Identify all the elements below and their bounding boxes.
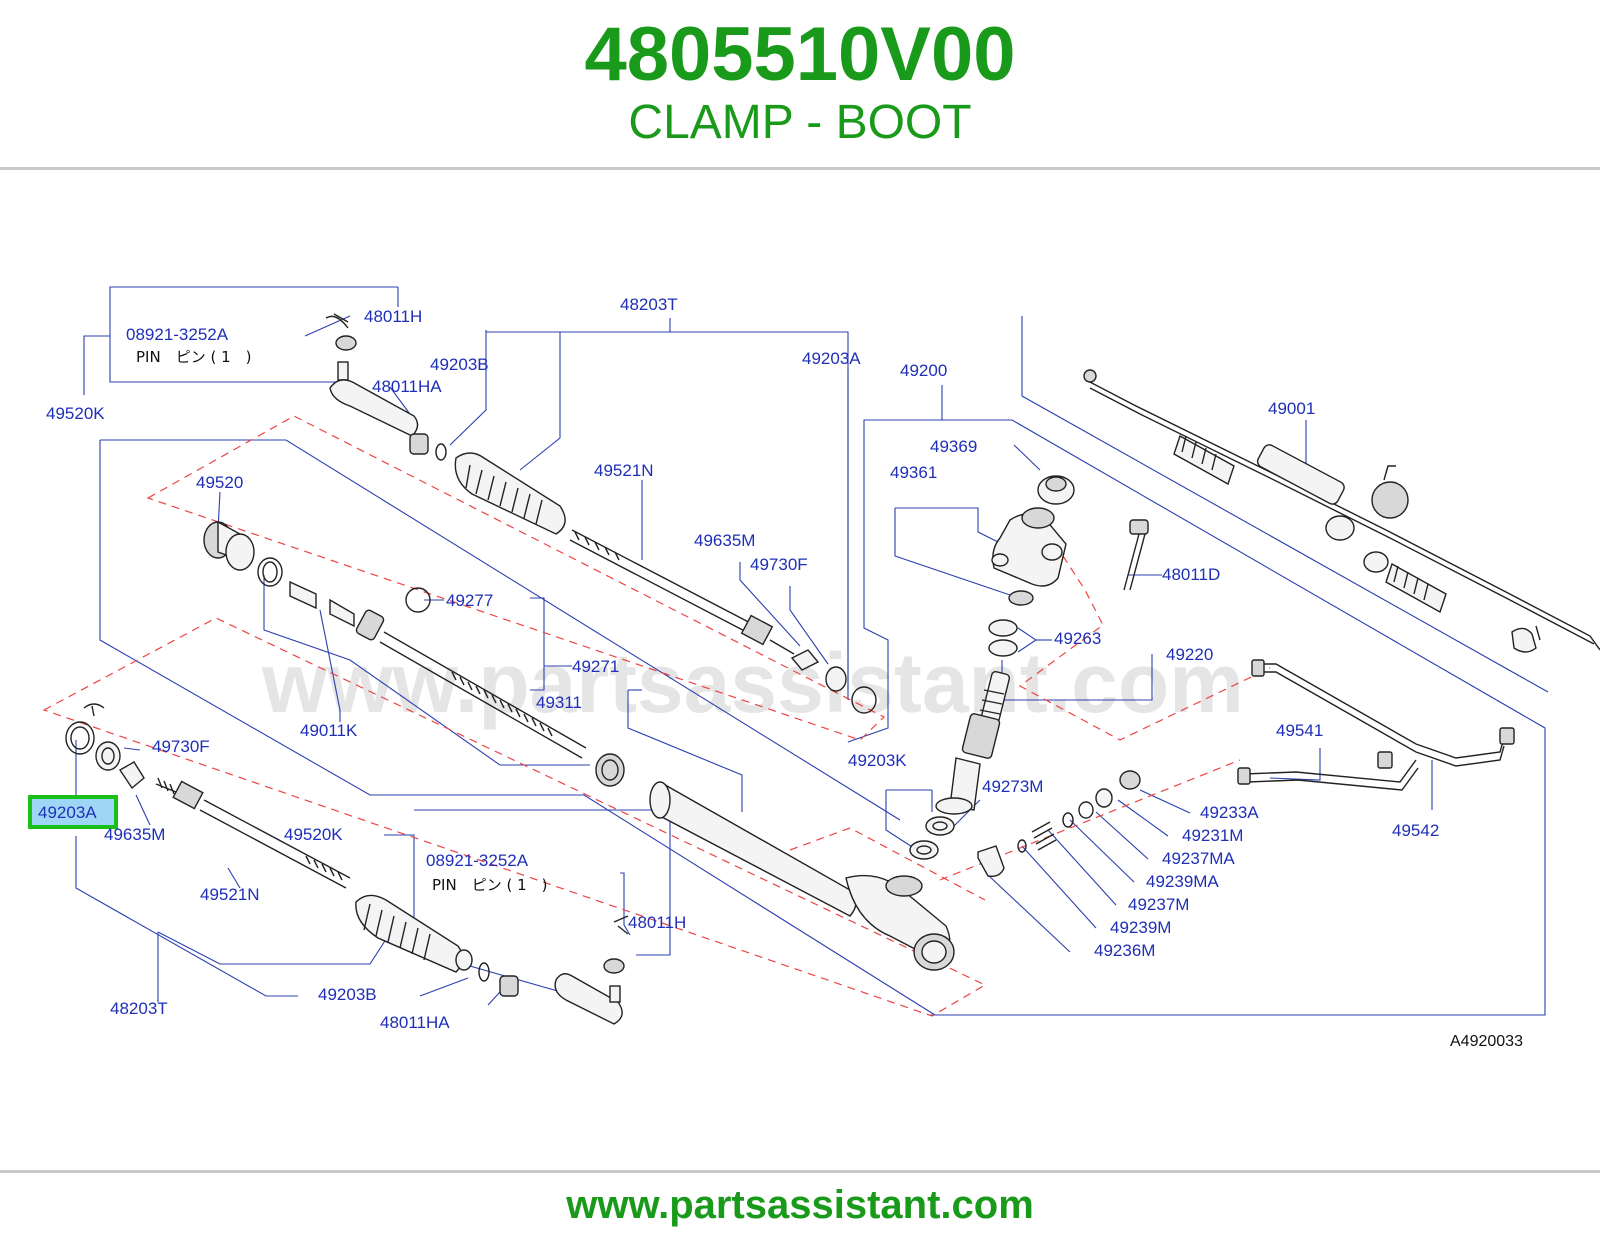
- label-49237MA[interactable]: 49237MA: [1162, 849, 1235, 868]
- label-49203A-highlighted[interactable]: 49203A: [38, 803, 97, 822]
- pin-caption-top: PIN ピン ( 1 ): [136, 348, 251, 366]
- label-48203T-top[interactable]: 48203T: [620, 295, 678, 314]
- page-header: 4805510V00 CLAMP - BOOT: [0, 0, 1600, 168]
- label-48011HA-top[interactable]: 48011HA: [372, 377, 442, 396]
- label-49635M-left[interactable]: 49635M: [104, 825, 165, 844]
- label-49271[interactable]: 49271: [572, 657, 619, 676]
- label-49520K-mid[interactable]: 49520K: [284, 825, 343, 844]
- label-49263[interactable]: 49263: [1054, 629, 1101, 648]
- leader-lines: [75, 286, 1549, 1016]
- exploded-view-svg: www.partsassistant.com: [28, 286, 1600, 1050]
- pin-caption-bottom: PIN ピン ( 1 ): [432, 876, 547, 894]
- header-divider: [0, 167, 1600, 170]
- label-48011H-bottom[interactable]: 48011H: [628, 913, 686, 932]
- label-49203A-top[interactable]: 49203A: [802, 349, 861, 368]
- label-49520[interactable]: 49520: [196, 473, 243, 492]
- label-48011HA-bottom[interactable]: 48011HA: [380, 1013, 450, 1032]
- label-48203T-bottom[interactable]: 48203T: [110, 999, 168, 1018]
- label-49203B-top[interactable]: 49203B: [430, 355, 489, 374]
- label-49203B-bottom[interactable]: 49203B: [318, 985, 377, 1004]
- label-49200[interactable]: 49200: [900, 361, 947, 380]
- label-49233A[interactable]: 49233A: [1200, 803, 1259, 822]
- label-49203K[interactable]: 49203K: [848, 751, 907, 770]
- part-number-title: 4805510V00: [584, 12, 1016, 97]
- subassembly-outlines: [42, 415, 1271, 1017]
- label-49361[interactable]: 49361: [890, 463, 937, 482]
- part-name-subtitle: CLAMP - BOOT: [628, 96, 972, 149]
- label-49730F-top[interactable]: 49730F: [750, 555, 808, 574]
- label-49001[interactable]: 49001: [1268, 399, 1315, 418]
- label-08921-3252A-bottom[interactable]: 08921-3252A: [426, 851, 529, 870]
- label-48011D[interactable]: 48011D: [1162, 565, 1220, 584]
- label-49730F-left[interactable]: 49730F: [152, 737, 210, 756]
- label-49277[interactable]: 49277: [446, 591, 493, 610]
- label-49520K-top[interactable]: 49520K: [46, 404, 105, 423]
- label-49239M[interactable]: 49239M: [1110, 918, 1171, 937]
- label-49541[interactable]: 49541: [1276, 721, 1323, 740]
- label-49311[interactable]: 49311: [536, 693, 582, 712]
- footer-website-link[interactable]: www.partsassistant.com: [566, 1183, 1034, 1227]
- label-08921-3252A-top[interactable]: 08921-3252A: [126, 325, 229, 344]
- label-49369[interactable]: 49369: [930, 437, 977, 456]
- label-49231M[interactable]: 49231M: [1182, 826, 1243, 845]
- label-49542[interactable]: 49542: [1392, 821, 1439, 840]
- label-49273M[interactable]: 49273M: [982, 777, 1043, 796]
- part-labels: 48011H 08921-3252A PIN ピン ( 1 ) 49520K 4…: [38, 295, 1523, 1050]
- label-49236M[interactable]: 49236M: [1094, 941, 1155, 960]
- diagram-reference-code: A4920033: [1450, 1033, 1523, 1050]
- label-49521N-bottom[interactable]: 49521N: [200, 885, 260, 904]
- parts-diagram: www.partsassistant.com: [0, 170, 1600, 1168]
- highlighted-part-marker: [28, 795, 118, 829]
- label-49521N-top[interactable]: 49521N: [594, 461, 654, 480]
- watermark-text: www.partsassistant.com: [261, 636, 1244, 730]
- part-illustrations: [65, 313, 1600, 1025]
- label-49011K[interactable]: 49011K: [300, 721, 358, 740]
- label-49237M[interactable]: 49237M: [1128, 895, 1189, 914]
- label-49635M-top[interactable]: 49635M: [694, 531, 755, 550]
- footer-divider: [0, 1170, 1600, 1173]
- label-48011H-top[interactable]: 48011H: [364, 307, 422, 326]
- label-49239MA[interactable]: 49239MA: [1146, 872, 1219, 891]
- label-49220[interactable]: 49220: [1166, 645, 1213, 664]
